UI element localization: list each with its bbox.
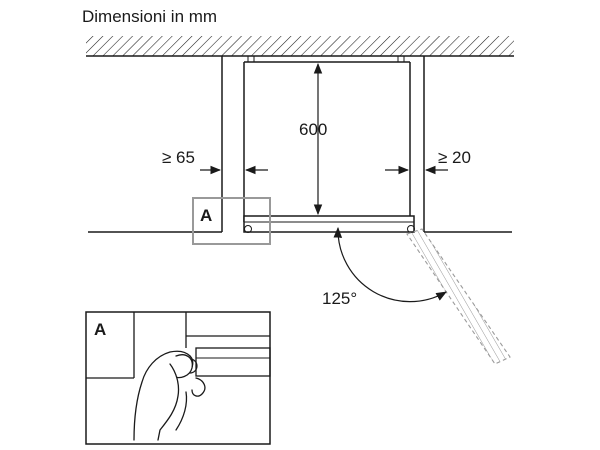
door-angle-arc: [333, 226, 447, 303]
door-open-position: [406, 228, 511, 365]
right-cabinet-wall: [423, 56, 512, 233]
appliance-body: [243, 55, 411, 222]
hand-icon: [133, 350, 206, 441]
detail-marker-label: A: [200, 206, 212, 225]
ceiling: [86, 36, 514, 57]
door-angle-label: 125°: [322, 289, 357, 308]
right-gap-label: ≥ 20: [438, 148, 471, 167]
detail-callout-label: A: [94, 320, 106, 339]
detail-marker-box: [192, 197, 271, 245]
diagram-title: Dimensioni in mm: [82, 7, 217, 26]
left-cabinet-wall: [88, 56, 223, 233]
left-gap-label: ≥ 65: [162, 148, 195, 167]
height-dimension-label: 600: [299, 120, 327, 139]
